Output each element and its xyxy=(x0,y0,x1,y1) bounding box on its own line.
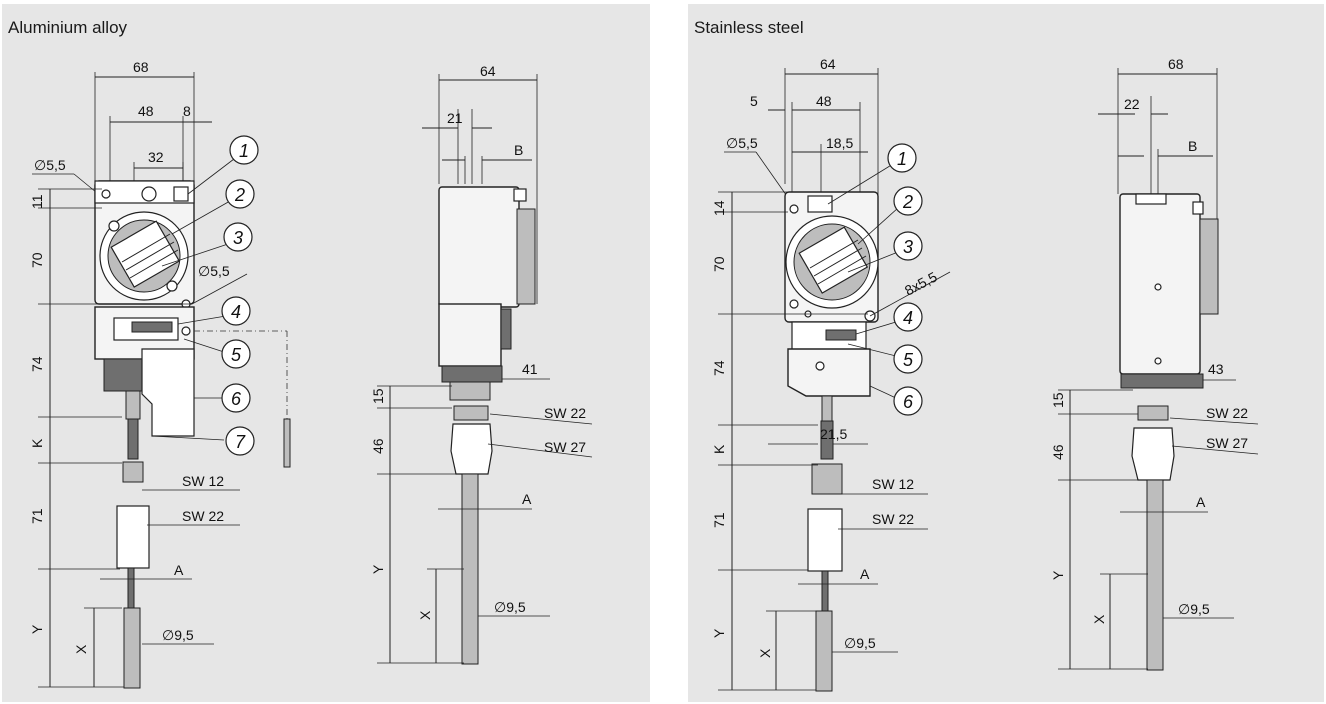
aluminium-alloy-panel: Aluminium alloy 68 48 8 32 ∅5,5 xyxy=(2,4,650,702)
ss-side-label-sw22: SW 22 xyxy=(1206,405,1248,421)
callout-7: 7 xyxy=(235,432,246,452)
ss-dim-k: K xyxy=(711,444,727,454)
dim-71: 71 xyxy=(29,508,45,524)
ss-side-label-a: A xyxy=(1196,494,1206,510)
dim-70: 70 xyxy=(29,252,45,268)
dim-x: X xyxy=(73,644,89,654)
ss-dim-48: 48 xyxy=(816,93,832,109)
ss-side-label-dia95: ∅9,5 xyxy=(1178,601,1210,617)
ss-dim-71: 71 xyxy=(711,512,727,528)
panel-title-stainless: Stainless steel xyxy=(694,18,804,37)
dim-11: 11 xyxy=(29,194,45,209)
side-label-dia95: ∅9,5 xyxy=(494,599,526,615)
ss-label-a: A xyxy=(860,566,870,582)
ss-side-dim-b: B xyxy=(1188,138,1197,154)
hole-diameter-label-2: ∅5,5 xyxy=(198,263,230,279)
ss-callout-5: 5 xyxy=(903,350,914,370)
ss-side-dim-22: 22 xyxy=(1124,96,1140,112)
callout-5: 5 xyxy=(231,345,242,365)
ss-callout-3: 3 xyxy=(903,237,913,257)
label-sw12: SW 12 xyxy=(182,473,224,489)
callout-3: 3 xyxy=(233,228,243,248)
side-label-sw22: SW 22 xyxy=(544,405,586,421)
ss-dim-74: 74 xyxy=(711,360,727,376)
dim-68: 68 xyxy=(133,59,149,75)
ss-side-label-43: 43 xyxy=(1208,361,1224,377)
ss-side-label-sw27: SW 27 xyxy=(1206,435,1248,451)
hole-diameter-label: ∅5,5 xyxy=(34,157,66,173)
dim-74: 74 xyxy=(29,356,45,372)
callout-4: 4 xyxy=(231,302,241,322)
ss-hole-diameter-label: ∅5,5 xyxy=(726,135,758,151)
ss-side-dim-46: 46 xyxy=(1050,444,1066,460)
ss-dim-5: 5 xyxy=(750,93,758,109)
ss-callout-6: 6 xyxy=(903,392,914,412)
stainless-drawing: 64 5 48 18,5 ∅5,5 xyxy=(711,56,1259,692)
callout-1: 1 xyxy=(239,141,249,161)
ss-label-sw12: SW 12 xyxy=(872,476,914,492)
side-dim-21: 21 xyxy=(447,110,463,126)
ss-label-dia95: ∅9,5 xyxy=(844,635,876,651)
ss-dim-70: 70 xyxy=(711,256,727,272)
ss-callout-2: 2 xyxy=(902,192,913,212)
ss-side-dim-68: 68 xyxy=(1168,56,1184,72)
stainless-side-view: 68 22 B 15 46 xyxy=(1050,56,1259,671)
label-dia95: ∅9,5 xyxy=(162,627,194,643)
dim-8: 8 xyxy=(183,103,191,119)
stainless-steel-panel: Stainless steel 64 5 48 18,5 ∅5,5 xyxy=(688,4,1324,702)
callout-2: 2 xyxy=(234,185,245,205)
ss-dim-64: 64 xyxy=(820,56,836,72)
ss-side-dim-x: X xyxy=(1091,614,1107,624)
stainless-front-view: 64 5 48 18,5 ∅5,5 xyxy=(711,56,951,692)
dim-32: 32 xyxy=(148,149,164,165)
ss-side-dim-y: Y xyxy=(1050,570,1066,580)
side-dim-64: 64 xyxy=(480,63,496,79)
dim-y: Y xyxy=(29,624,45,634)
ss-side-dim-15: 15 xyxy=(1050,392,1066,408)
aluminium-front-view: 68 48 8 32 ∅5,5 xyxy=(29,59,291,689)
aluminium-drawing: 68 48 8 32 ∅5,5 xyxy=(29,59,593,689)
ss-dim-y: Y xyxy=(711,628,727,638)
dim-k: K xyxy=(29,438,45,448)
side-dim-b: B xyxy=(514,142,523,158)
side-dim-y: Y xyxy=(370,564,386,574)
label-a: A xyxy=(174,562,184,578)
side-dim-x: X xyxy=(417,610,433,620)
ss-label-215: 21,5 xyxy=(820,426,847,442)
panel-title-aluminium: Aluminium alloy xyxy=(8,18,128,37)
side-dim-15: 15 xyxy=(370,388,386,404)
ss-label-sw22: SW 22 xyxy=(872,511,914,527)
ss-dim-x: X xyxy=(757,648,773,658)
side-label-sw27: SW 27 xyxy=(544,439,586,455)
side-dim-46: 46 xyxy=(370,438,386,454)
ss-dim-185: 18,5 xyxy=(826,135,853,151)
callout-6: 6 xyxy=(231,389,242,409)
side-label-a: A xyxy=(522,491,532,507)
ss-slot-label: 8x5,5 xyxy=(902,268,940,298)
side-label-41: 41 xyxy=(522,361,538,377)
aluminium-side-view: 64 21 B xyxy=(370,63,593,665)
dim-48: 48 xyxy=(138,103,154,119)
ss-callout-4: 4 xyxy=(903,308,913,328)
label-sw22: SW 22 xyxy=(182,508,224,524)
ss-dim-14: 14 xyxy=(711,200,727,216)
ss-callout-1: 1 xyxy=(897,149,907,169)
